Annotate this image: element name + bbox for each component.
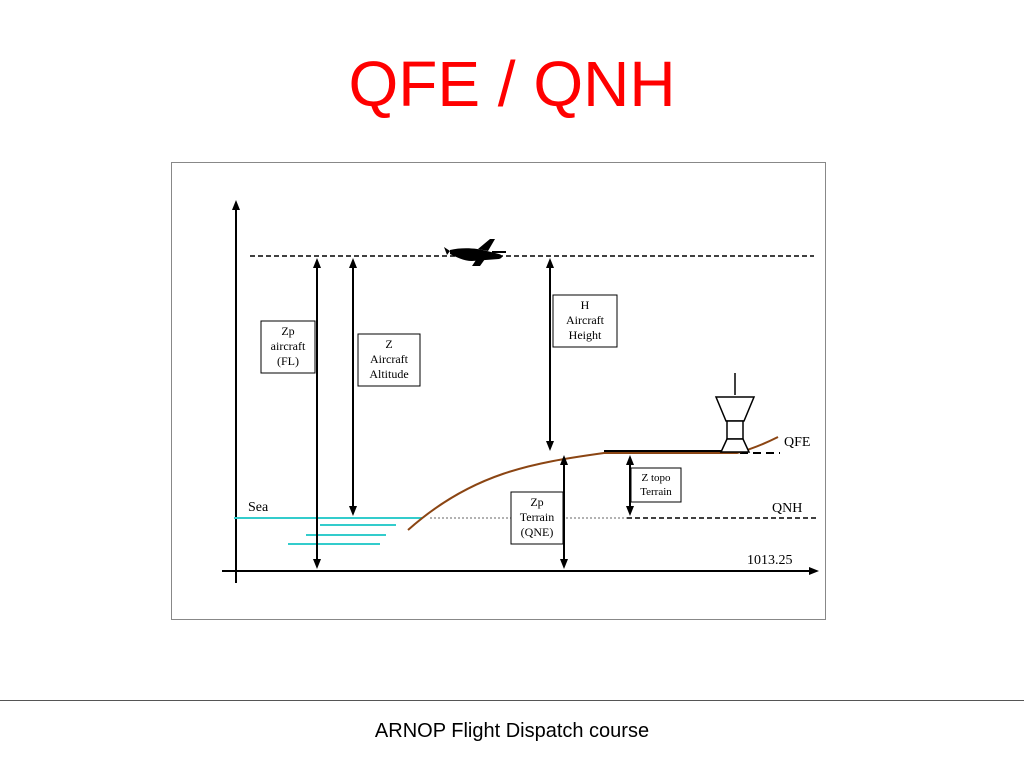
h-height-box: H Aircraft Height	[552, 294, 618, 348]
svg-text:H: H	[581, 298, 590, 312]
svg-text:Aircraft: Aircraft	[566, 313, 605, 327]
svg-text:Zp: Zp	[281, 324, 294, 338]
svg-text:Height: Height	[569, 328, 602, 342]
svg-text:Terrain: Terrain	[520, 510, 554, 524]
std-pressure-label: 1013.25	[747, 553, 793, 568]
svg-text:Aircraft: Aircraft	[370, 352, 409, 366]
sea-surface	[234, 517, 422, 545]
slide-title: QFE / QNH	[348, 48, 676, 120]
qnh-label: QNH	[772, 501, 802, 516]
footer-divider	[0, 700, 1024, 701]
sea-label: Sea	[248, 500, 269, 515]
airplane-icon	[444, 239, 506, 266]
z-topo-box: Z topo Terrain	[630, 467, 682, 503]
z-altitude-box: Z Aircraft Altitude	[357, 333, 421, 387]
footer-text: ARNOP Flight Dispatch course	[374, 720, 650, 742]
svg-text:Z: Z	[385, 337, 392, 351]
svg-text:Terrain: Terrain	[640, 486, 672, 498]
control-tower-icon	[714, 373, 756, 453]
svg-text:Zp: Zp	[530, 495, 543, 509]
qfe-label: QFE	[784, 435, 810, 450]
altimetry-diagram: Zp aircraft (FL) Z Aircraft Altitude H A…	[171, 162, 826, 620]
svg-text:(QNE): (QNE)	[521, 525, 554, 539]
svg-text:Altitude: Altitude	[369, 367, 408, 381]
zp-terrain-box: Zp Terrain (QNE)	[510, 491, 564, 545]
zp-aircraft-box: Zp aircraft (FL)	[260, 320, 316, 374]
svg-text:aircraft: aircraft	[271, 339, 306, 353]
svg-text:Z topo: Z topo	[641, 472, 671, 484]
svg-text:(FL): (FL)	[277, 354, 299, 368]
diagram-canvas: Zp aircraft (FL) Z Aircraft Altitude H A…	[222, 200, 819, 583]
terrain-profile	[407, 436, 779, 531]
